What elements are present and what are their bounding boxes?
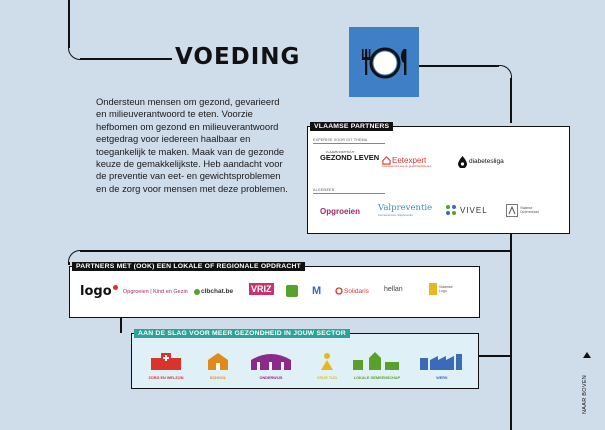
back-to-top-button[interactable]	[580, 350, 594, 420]
valpreventie-text: Valpreventie	[378, 203, 433, 213]
vriz-logo[interactable]: VRIZ	[249, 283, 274, 295]
vlaamse-partners-panel	[307, 126, 570, 234]
sector-label: AAN DE SLAG VOOR MEER GEZONDHEID IN JOUW…	[134, 329, 350, 338]
vlaamse-logo-logo[interactable]: Vlaamse Logo	[429, 283, 459, 295]
gezond-leven-text: GEZOND LEVEN	[320, 153, 380, 162]
hellan-logo[interactable]: hellan	[384, 286, 403, 293]
sector-school[interactable]: SCHOOL	[203, 352, 233, 380]
algemeen-label: ALGEMEEN	[313, 188, 335, 192]
hellan-text: hellan	[384, 286, 403, 293]
logo-dot	[112, 285, 118, 290]
opgroeien-text: Opgroeien	[320, 207, 361, 216]
diabetesliga-logo[interactable]: diabetesliga	[457, 155, 504, 168]
intro-text: Ondersteun mensen om gezond, gevarieerd …	[96, 96, 288, 194]
expertise-label: EXPERISE VOOR DIT THEMA	[313, 138, 368, 142]
vivel-text: VIVEL	[460, 205, 488, 215]
sector-onderwijs[interactable]: ONDERWIJS	[242, 352, 300, 380]
ouderenraad-icon	[506, 204, 518, 217]
connector-line	[120, 318, 122, 333]
vivel-logo[interactable]: VIVEL	[445, 204, 488, 216]
connector-line	[80, 58, 172, 60]
connector-line	[419, 65, 499, 67]
gezond-leven-logo[interactable]: VLAAMS INSTITUUT GEZOND LEVEN	[320, 150, 380, 162]
school-icon	[208, 353, 228, 370]
m-text: M	[312, 285, 322, 297]
sector-label-text: LOKALE GEMEENSCHAP	[353, 376, 401, 380]
vlaamse-logo-icon	[429, 283, 437, 295]
divider	[313, 143, 385, 144]
connector-line	[80, 250, 511, 252]
factory-icon	[420, 354, 462, 370]
regional-partners-panel	[69, 266, 480, 318]
leisure-icon	[321, 353, 333, 370]
logo-logo[interactable]: logo	[80, 284, 118, 299]
opgroeien-logo[interactable]: Opgroeien	[320, 207, 360, 216]
chat-bubble-icon	[194, 288, 200, 295]
valpreventie-logo[interactable]: Valpreventie Kenniscentrum Valpreventie	[378, 203, 432, 217]
back-to-top-label: NAAR BOVEN	[582, 374, 588, 414]
connector-line	[510, 233, 512, 430]
clbchat-logo[interactable]: clbchat.be	[194, 288, 233, 295]
vlaamse-partners-label: VLAAMSE PARTNERS	[310, 122, 394, 131]
eetexpert-logo[interactable]: Eetexpert Kenniscentrum eet- en gewichts…	[382, 156, 431, 168]
diabetesliga-icon	[458, 156, 467, 168]
connector-line	[477, 355, 511, 357]
diabetesliga-text: diabetesliga	[469, 158, 504, 165]
valpreventie-sub: Kenniscentrum Valpreventie	[378, 213, 413, 217]
divider	[313, 193, 385, 194]
opgroeien-kind-gezin-logo[interactable]: Opgroeien | Kind en Gezin	[123, 289, 188, 295]
connector-corner	[68, 46, 82, 60]
eetexpert-text: Eetexpert	[392, 156, 427, 165]
vlaamse-ouderenraad-logo[interactable]: Vlaamse Ouderenraad	[506, 204, 546, 217]
sector-label-text: SCHOOL	[209, 376, 227, 380]
clbchat-text: clbchat.be	[201, 288, 234, 295]
sector-vrije-tijd[interactable]: VRIJE TIJD	[312, 352, 342, 380]
eetexpert-sub: Kenniscentrum eet- en gewichtsproblemen	[382, 165, 432, 168]
m-logo[interactable]: M	[312, 285, 321, 297]
connector-corner	[68, 250, 83, 265]
house-icon	[382, 156, 391, 165]
university-icon	[251, 354, 291, 370]
sector-label-text: WERK	[436, 376, 448, 380]
connector-line	[68, 0, 70, 48]
sector-lokale-gemeenschap[interactable]: LOKALE GEMEENSCHAP	[345, 352, 409, 380]
solidaris-logo[interactable]: Solidaris	[335, 287, 369, 295]
sector-label-text: ONDERWIJS	[259, 376, 283, 380]
solidaris-text: Solidaris	[344, 287, 369, 295]
ouderenraad-text: Vlaamse Ouderenraad	[520, 205, 539, 214]
vlaamse-logo-text: Vlaamse Logo	[439, 285, 453, 293]
vivel-icon	[446, 205, 456, 215]
plate-fork-knife-icon	[349, 27, 419, 97]
sector-label-text: VRIJE TIJD	[316, 376, 338, 380]
community-icon	[353, 352, 399, 370]
connector-line	[68, 262, 70, 265]
opgroeien-kind-gezin-text: Opgroeien | Kind en Gezin	[123, 289, 188, 295]
sector-werk[interactable]: WERK	[414, 352, 470, 380]
page-title: VOEDING	[175, 44, 301, 70]
vriz-text: VRIZ	[249, 283, 274, 295]
arrow-up-icon	[583, 352, 591, 358]
gezond-leven-top: VLAAMS INSTITUUT	[325, 150, 355, 154]
solidaris-icon	[335, 287, 343, 295]
green-square-icon	[286, 285, 298, 297]
connector-line	[510, 78, 512, 123]
logo-text: logo	[80, 284, 112, 299]
sector-zorg-welzijn[interactable]: ZORG EN WELZIJN	[137, 352, 195, 380]
regional-partners-label: PARTNERS MET (OOK) EEN LOKALE OF REGIONA…	[72, 262, 305, 271]
hospital-icon	[151, 353, 181, 370]
sector-label-text: ZORG EN WELZIJN	[148, 376, 184, 380]
green-square-logo[interactable]	[286, 285, 298, 297]
